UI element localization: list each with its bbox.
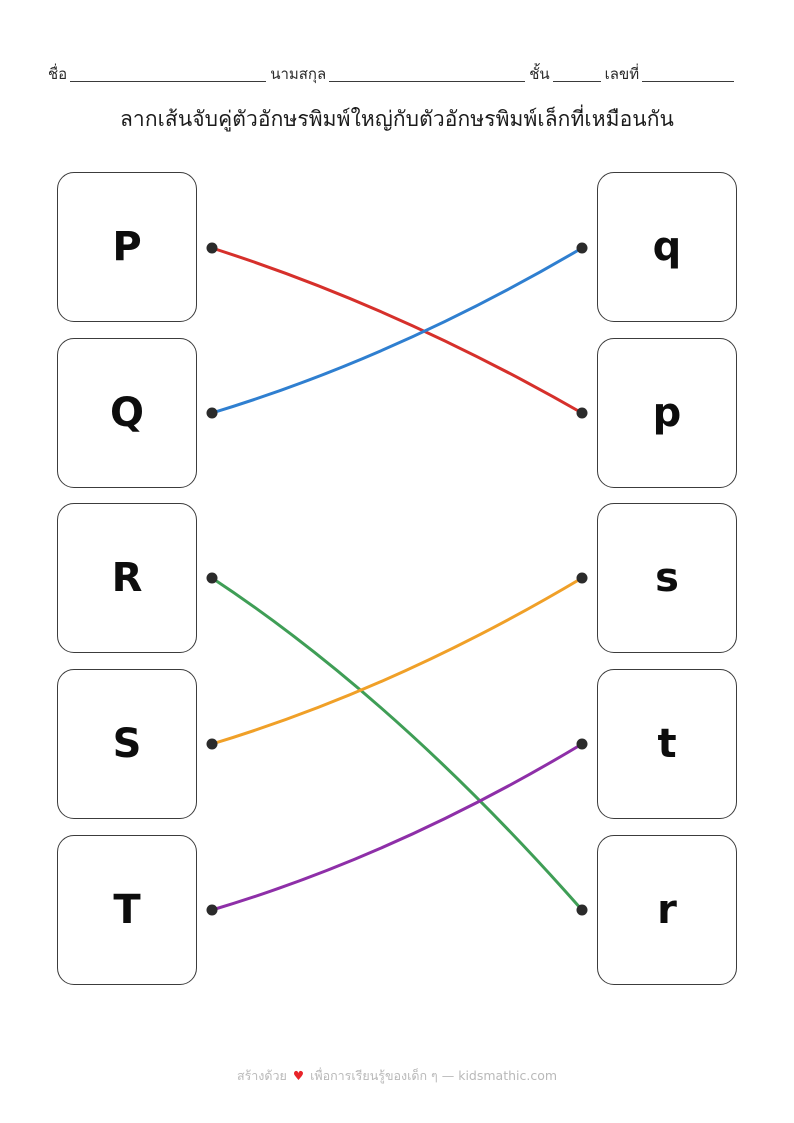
connection-line-T-t — [210, 742, 584, 912]
footer-text-before: สร้างด้วย — [236, 1068, 287, 1083]
right-card-1[interactable]: q — [597, 172, 737, 322]
connection-line-R-r — [210, 576, 584, 912]
left-card-2[interactable]: Q — [57, 338, 197, 488]
left-card-1-letter: P — [112, 224, 142, 270]
left-card-4-letter: S — [112, 721, 142, 767]
left-card-4[interactable]: S — [57, 669, 197, 819]
endpoint-dot-P[interactable] — [206, 242, 218, 254]
number-label: เลขที่ — [604, 65, 640, 83]
right-card-2[interactable]: p — [597, 338, 737, 488]
surname-blank[interactable] — [329, 67, 526, 82]
student-info-line: ชื่อ นามสกุล ชั้น เลขที่ — [48, 58, 746, 84]
endpoint-dot-S[interactable] — [206, 738, 218, 750]
endpoint-dot-t[interactable] — [576, 738, 588, 750]
endpoint-dot-Q[interactable] — [206, 407, 218, 419]
right-card-4[interactable]: t — [597, 669, 737, 819]
heart-icon: ♥ — [292, 1068, 305, 1083]
class-blank[interactable] — [552, 67, 601, 82]
endpoint-dot-q[interactable] — [576, 242, 588, 254]
right-card-5[interactable]: r — [597, 835, 737, 985]
name-blank[interactable] — [70, 67, 267, 82]
left-card-1[interactable]: P — [57, 172, 197, 322]
right-card-1-letter: q — [652, 224, 682, 270]
left-card-3[interactable]: R — [57, 503, 197, 653]
surname-label: นามสกุล — [270, 65, 327, 83]
left-card-3-letter: R — [111, 555, 143, 601]
right-card-3[interactable]: s — [597, 503, 737, 653]
worksheet-title: ลากเส้นจับคู่ตัวอักษรพิมพ์ใหญ่กับตัวอักษ… — [119, 107, 675, 131]
left-card-2-letter: Q — [109, 390, 144, 436]
right-card-3-letter: s — [655, 555, 679, 601]
connection-line-S-s — [210, 576, 584, 746]
footer-credit: สร้างด้วย ♥ เพื่อการเรียนรู้ของเด็ก ๆ — … — [0, 1066, 794, 1086]
endpoint-dot-r[interactable] — [576, 904, 588, 916]
right-card-2-letter: p — [652, 390, 682, 436]
connection-line-P-p — [210, 246, 584, 415]
endpoint-dot-R[interactable] — [206, 572, 218, 584]
number-blank[interactable] — [642, 67, 735, 82]
class-label: ชั้น — [529, 65, 550, 83]
footer-text-after: เพื่อการเรียนรู้ของเด็ก ๆ — kidsmathic.c… — [310, 1068, 558, 1083]
endpoint-dot-p[interactable] — [576, 407, 588, 419]
name-label: ชื่อ — [48, 65, 68, 83]
connection-line-Q-q — [210, 246, 584, 415]
right-card-4-letter: t — [657, 721, 677, 767]
left-card-5[interactable]: T — [57, 835, 197, 985]
right-card-5-letter: r — [657, 887, 677, 933]
endpoint-dot-s[interactable] — [576, 572, 588, 584]
endpoint-dot-T[interactable] — [206, 904, 218, 916]
left-card-5-letter: T — [113, 887, 141, 933]
